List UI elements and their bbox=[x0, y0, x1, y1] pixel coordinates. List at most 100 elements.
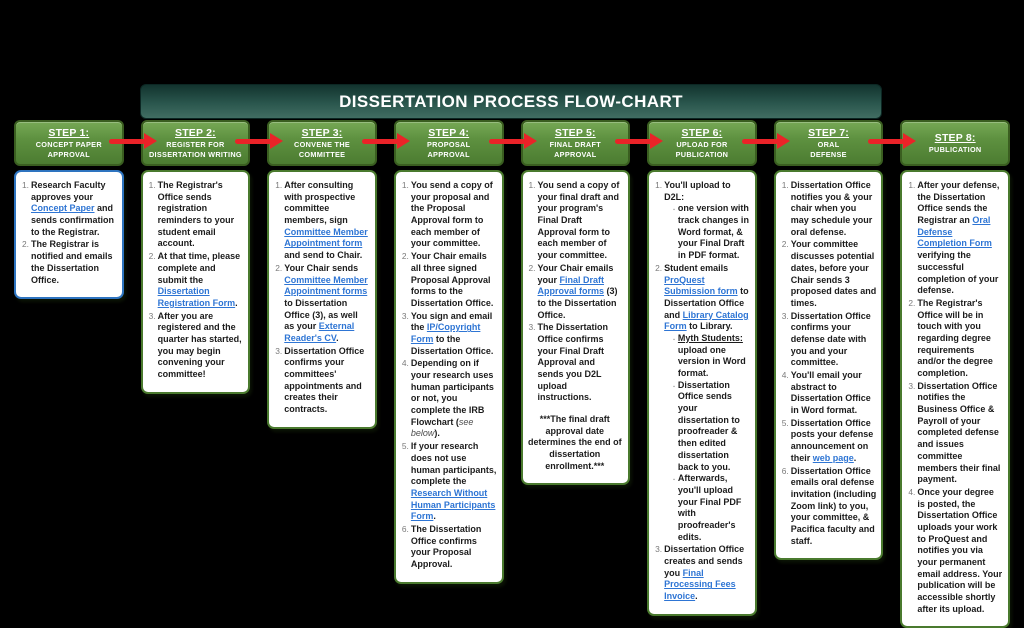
list-item-number: 1. bbox=[22, 180, 29, 190]
step-7-title: STEP 7: bbox=[808, 127, 849, 140]
list-item: 1.You send a copy of your final draft an… bbox=[527, 180, 624, 262]
step-8-list: 1.After your defense, the Dissertation O… bbox=[906, 180, 1003, 615]
step-text-segment: The Registrar is notified and emails the… bbox=[31, 239, 113, 285]
list-item: 1.After your defense, the Dissertation O… bbox=[906, 180, 1003, 297]
list-item-text: Dissertation Office confirms your defens… bbox=[791, 311, 877, 369]
list-item: 2.Your Chair emails all three signed Pro… bbox=[400, 251, 497, 309]
list-item-number: 4. bbox=[401, 358, 409, 369]
step-3-link[interactable]: Committee Member Appointment form bbox=[284, 226, 368, 249]
list-item-number: 1. bbox=[655, 180, 663, 190]
step-6-link[interactable]: Library Catalog Form bbox=[664, 309, 749, 332]
step-text-segment: Dissertation Office sends your dissertat… bbox=[677, 379, 740, 472]
step-5-link[interactable]: Final Draft Approval forms bbox=[537, 274, 605, 297]
sub-list-item-text: Myth Students: upload one version in Wor… bbox=[678, 333, 750, 380]
list-item: 3.Dissertation Office creates and sends … bbox=[653, 544, 750, 602]
chart-title: DISSERTATION PROCESS FLOW-CHART bbox=[140, 84, 882, 119]
list-item-text: Your Chair emails your Final Draft Appro… bbox=[538, 263, 624, 321]
list-item-text: Dissertation Office emails oral defense … bbox=[791, 466, 877, 548]
step-5-header: STEP 5:FINAL DRAFT APPROVAL bbox=[520, 120, 631, 166]
step-text-segment: . bbox=[853, 452, 857, 463]
list-item-text: After your defense, the Dissertation Off… bbox=[917, 180, 1003, 297]
list-item-text: Dissertation Office notifies the Busines… bbox=[917, 381, 1003, 486]
list-item-number: 2. bbox=[275, 262, 283, 273]
sub-list-item: Myth Students: upload one version in Wor… bbox=[673, 333, 750, 380]
step-text-segment: You send a copy of your proposal and the… bbox=[410, 180, 493, 249]
step-4-link[interactable]: Research Without Human Participants Form bbox=[410, 487, 496, 522]
step-text-segment: verifying the successful completion of y… bbox=[917, 250, 999, 296]
step-4-link[interactable]: IP/Copyright Form bbox=[410, 322, 481, 344]
step-4-header: STEP 4:PROPOSAL APPROVAL bbox=[393, 120, 504, 166]
list-item: 5.If your research does not use human pa… bbox=[400, 441, 497, 523]
step-1-link[interactable]: Concept Paper bbox=[31, 203, 95, 214]
step-text-segment: Myth Students: bbox=[677, 332, 743, 343]
list-item-number: 3. bbox=[908, 380, 916, 391]
step-text-segment: Dissertation Office notifies the Busines… bbox=[917, 380, 1001, 485]
list-item-text: The Registrar is notified and emails the… bbox=[31, 239, 117, 286]
sub-list-item-text: Dissertation Office sends your dissertat… bbox=[678, 380, 750, 474]
step-text-segment: to Library. bbox=[686, 321, 733, 332]
list-item: 2.Your Chair sends Committee Member Appo… bbox=[273, 263, 370, 345]
list-item: 3.The Dissertation Office confirms your … bbox=[527, 322, 624, 404]
list-item: 5.Dissertation Office posts your defense… bbox=[780, 418, 877, 465]
step-2-link[interactable]: Dissertation Registration Form bbox=[157, 286, 236, 308]
step-text-segment: After consulting with prospective commit… bbox=[284, 180, 356, 226]
list-item: 2.The Registrar is notified and emails t… bbox=[20, 239, 117, 286]
list-item-number: 1. bbox=[908, 180, 916, 190]
step-text-segment: one version with track changes in Word f… bbox=[677, 203, 749, 261]
list-item-number: 1. bbox=[781, 180, 789, 190]
step-4-title: STEP 4: bbox=[428, 127, 470, 140]
sub-list-item: one version with track changes in Word f… bbox=[673, 203, 750, 261]
flow-arrow-icon bbox=[108, 133, 157, 150]
list-item-number: 6. bbox=[401, 523, 409, 534]
step-7-body: 1.Dissertation Office notifies you & you… bbox=[773, 170, 884, 561]
step-text-segment: You sign and email the bbox=[410, 310, 493, 333]
step-6-header: STEP 6:UPLOAD FOR PUBLICATION bbox=[647, 120, 757, 166]
list-item-text: You send a copy of your proposal and the… bbox=[411, 180, 497, 250]
step-3-link[interactable]: Committee Member Appointment forms bbox=[284, 274, 368, 297]
step-text-segment: Your Chair emails all three signed Propo… bbox=[410, 251, 494, 308]
list-item-text: Dissertation Office notifies you & your … bbox=[791, 180, 877, 238]
step-2-body: 1.The Registrar's Office sends registrat… bbox=[140, 170, 251, 394]
list-item-text: After you are registered and the quarter… bbox=[158, 311, 244, 381]
list-item: 6.The Dissertation Office confirms your … bbox=[400, 524, 497, 571]
step-3-link[interactable]: External Reader's CV bbox=[284, 321, 355, 343]
list-item: 3.Dissertation Office notifies the Busin… bbox=[906, 381, 1003, 486]
sub-list: one version with track changes in Word f… bbox=[673, 203, 750, 261]
step-7-link[interactable]: web page bbox=[812, 452, 854, 463]
list-item: 4.Once your degree is posted, the Disser… bbox=[906, 487, 1003, 616]
sub-list-item: Afterwards, you'll upload your Final PDF… bbox=[673, 473, 750, 543]
step-5-title: STEP 5: bbox=[554, 127, 596, 140]
list-item-number: 2. bbox=[148, 251, 156, 262]
step-6-subtitle: UPLOAD FOR PUBLICATION bbox=[675, 140, 729, 159]
list-item-text: Dissertation Office creates and sends yo… bbox=[664, 544, 750, 602]
list-item-number: 6. bbox=[781, 465, 789, 476]
step-text-segment: Dissertation Office notifies you & your … bbox=[790, 180, 873, 237]
flow-arrow-icon bbox=[868, 133, 917, 150]
step-2-title: STEP 2: bbox=[174, 127, 216, 140]
step-text-segment: Dissertation Office creates and sends yo… bbox=[664, 544, 745, 578]
step-6-link[interactable]: ProQuest Submission form bbox=[664, 274, 738, 297]
list-item-number: 4. bbox=[908, 486, 916, 497]
list-item-number: 2. bbox=[781, 239, 789, 250]
list-item-number: 2. bbox=[655, 262, 663, 273]
list-item: 1. Research Faculty approves your Concep… bbox=[20, 180, 117, 238]
step-1-title: STEP 1: bbox=[48, 127, 90, 140]
step-text-segment: Afterwards, you'll upload your Final PDF… bbox=[677, 473, 742, 542]
step-text-segment: The Registrar's Office will be in touch … bbox=[917, 297, 993, 378]
list-item-text: You send a copy of your final draft and … bbox=[538, 180, 624, 262]
step-text-segment: At that time, please complete and submit… bbox=[157, 251, 241, 285]
list-item-text: Your Chair emails all three signed Propo… bbox=[411, 251, 497, 309]
step-2-list: 1.The Registrar's Office sends registrat… bbox=[147, 180, 244, 381]
step-text-segment: and send to Chair. bbox=[284, 250, 363, 261]
step-3-subtitle: CONVENE THE COMMITTEE bbox=[294, 140, 351, 159]
flow-arrow-icon bbox=[235, 133, 284, 150]
list-item-text: Your committee discusses potential dates… bbox=[791, 239, 877, 309]
list-item: 3.After you are registered and the quart… bbox=[147, 311, 244, 381]
list-item-number: 1. bbox=[148, 180, 156, 190]
step-8-link[interactable]: Oral Defense Completion Form bbox=[917, 215, 992, 249]
